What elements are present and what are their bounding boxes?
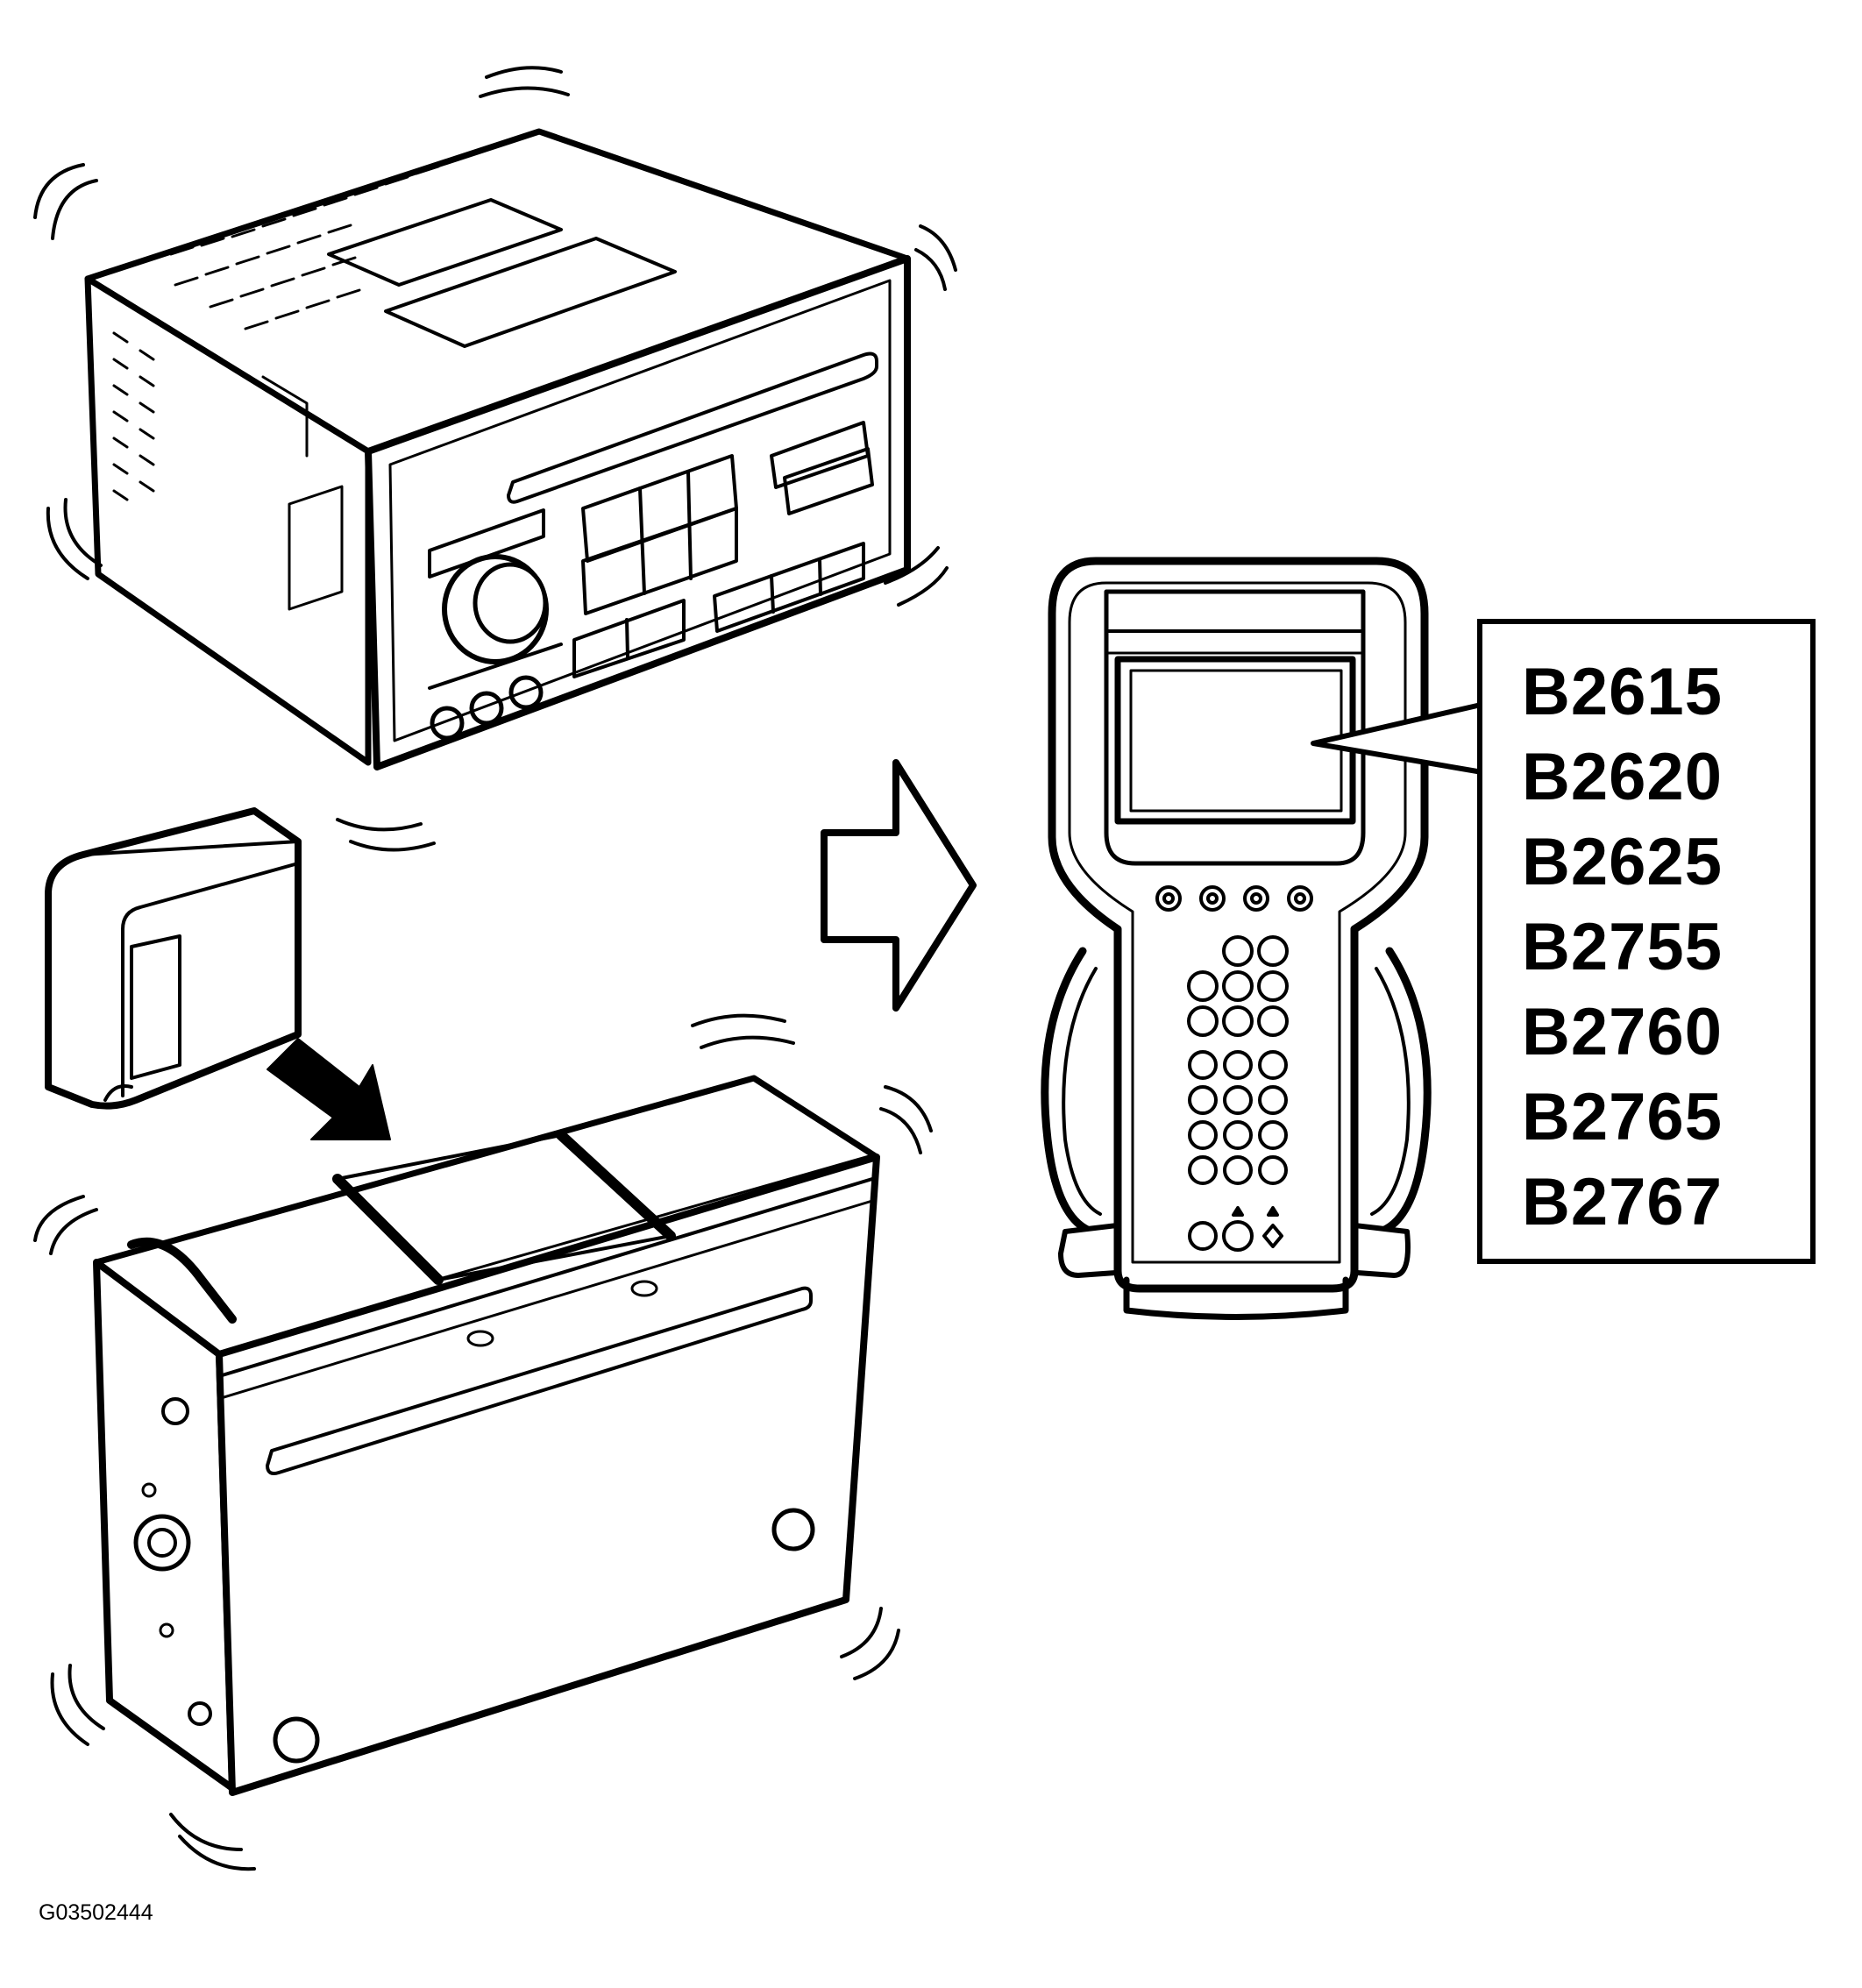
cd-changer-icon [33, 1013, 933, 1871]
figure-id: G03502444 [39, 1900, 153, 1925]
dtc-code: B2765 [1522, 1080, 1723, 1154]
hollow-arrow-icon [821, 759, 977, 1012]
dtc-code: B2620 [1522, 740, 1723, 814]
dtc-code: B2760 [1522, 995, 1723, 1069]
scan-tool-icon [1041, 557, 1480, 1320]
dtc-code: B2615 [1522, 655, 1723, 729]
dtc-code: B2625 [1522, 825, 1723, 899]
radio-head-unit-icon [33, 66, 957, 852]
cartridge-icon [45, 807, 302, 1110]
dtc-code: B2755 [1522, 910, 1723, 984]
dtc-code-list: B2615 B2620 B2625 B2755 B2760 B2765 B276… [1477, 619, 1816, 1264]
insert-arrow-icon [267, 1038, 391, 1140]
dtc-code: B2767 [1522, 1165, 1723, 1239]
